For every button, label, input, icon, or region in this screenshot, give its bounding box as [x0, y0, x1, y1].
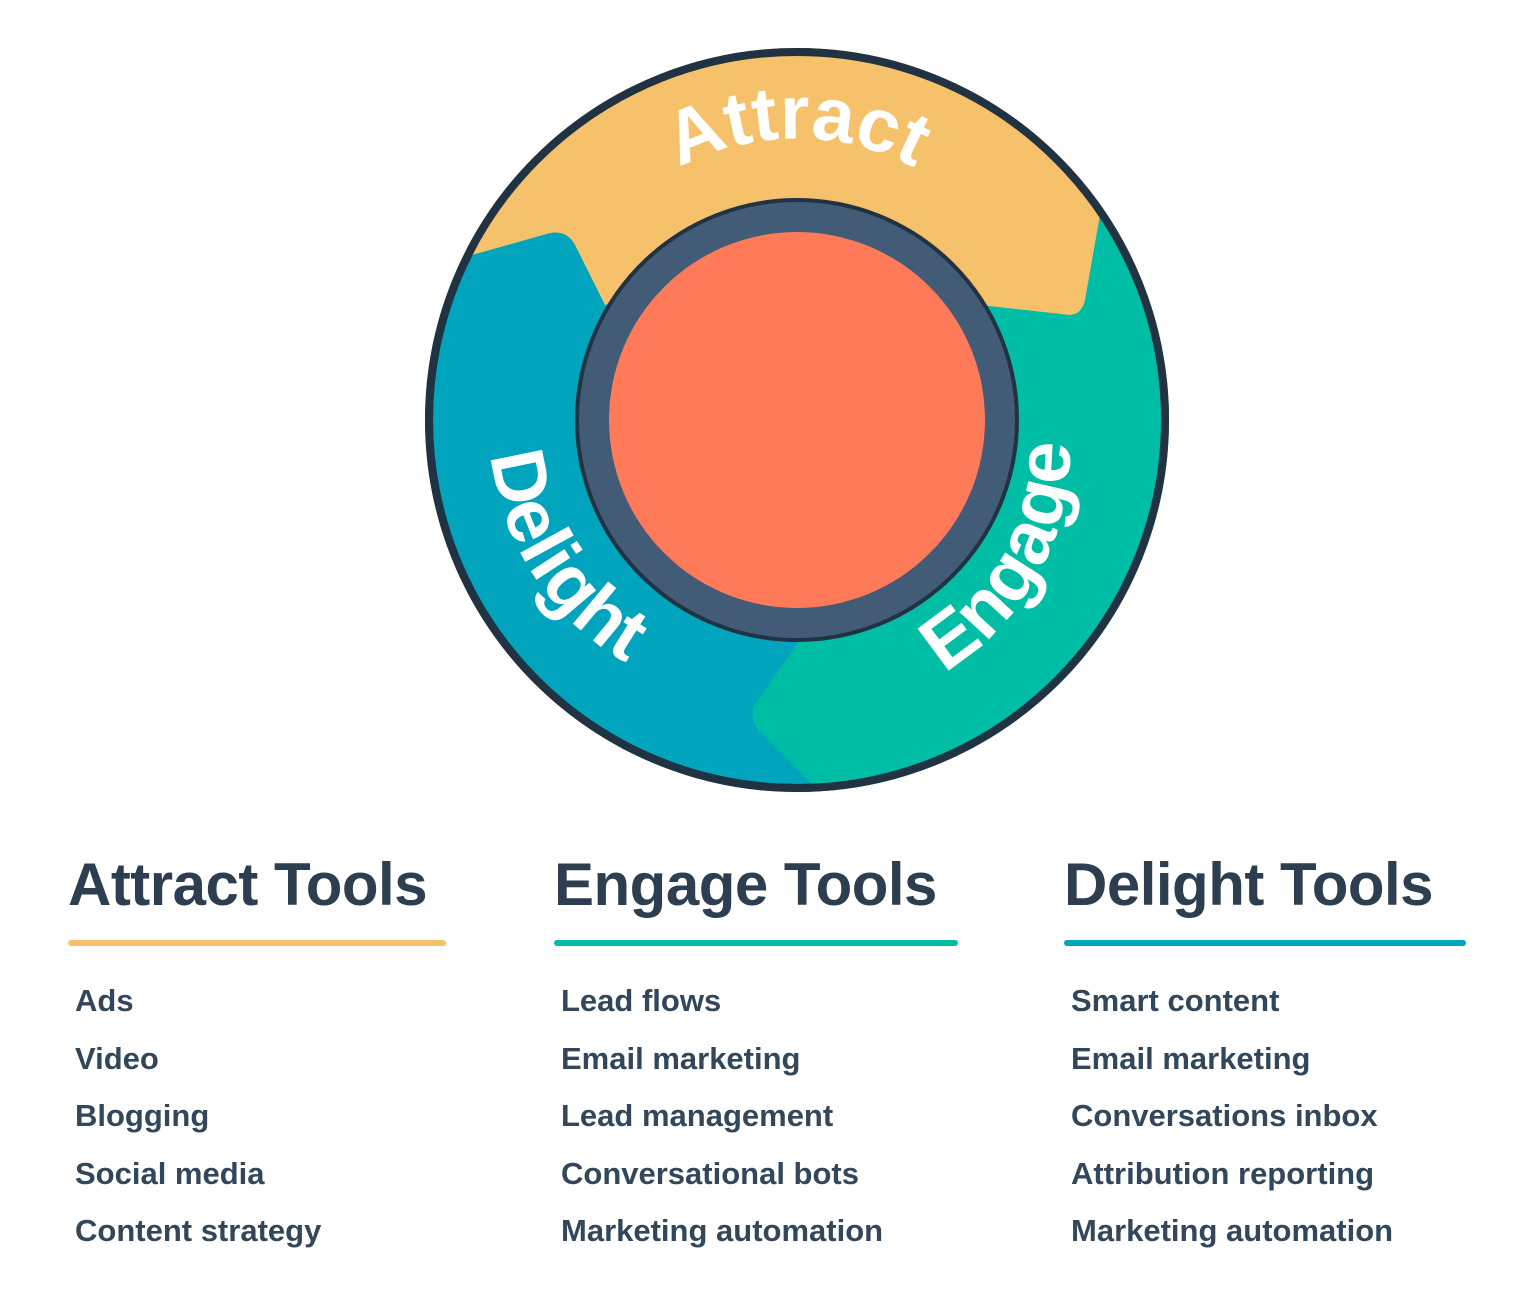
attract-tools-rule	[68, 940, 446, 946]
attract-tools-column: Attract Tools Ads Video Blogging Social …	[68, 850, 446, 1260]
attract-tools-list: Ads Video Blogging Social media Content …	[75, 972, 446, 1260]
engage-tools-title: Engage Tools	[554, 851, 937, 918]
list-item: Ads	[75, 983, 134, 1018]
list-item: Conversations inbox	[1071, 1098, 1378, 1133]
list-item: Social media	[75, 1155, 265, 1191]
list-item: Marketing automation	[1071, 1213, 1394, 1248]
list-item: Video	[75, 1040, 159, 1076]
delight-tools-column: Delight Tools Smart content Email market…	[1064, 850, 1466, 1260]
list-item: Email marketing	[1071, 1040, 1311, 1076]
list-item: Conversational bots	[561, 1155, 859, 1191]
wheel-outline-stroke	[425, 48, 1169, 792]
engage-tools-list: Lead flows Email marketing Lead manageme…	[561, 972, 958, 1260]
list-item: Content strategy	[75, 1213, 322, 1248]
engage-tools-rule	[554, 940, 958, 946]
flywheel-diagram: Attract Engage Delight	[425, 48, 1169, 792]
list-item: Lead flows	[561, 983, 722, 1018]
list-item: Smart content	[1071, 983, 1280, 1018]
delight-tools-title: Delight Tools	[1064, 851, 1434, 918]
list-item: Lead management	[561, 1098, 834, 1133]
engage-tools-column: Engage Tools Lead flows Email marketing …	[554, 850, 958, 1260]
delight-tools-list: Smart content Email marketing Conversati…	[1071, 972, 1466, 1260]
attract-tools-title: Attract Tools	[68, 851, 428, 918]
list-item: Attribution reporting	[1071, 1155, 1375, 1191]
list-item: Email marketing	[561, 1040, 801, 1076]
list-item: Marketing automation	[561, 1213, 884, 1248]
list-item: Blogging	[75, 1098, 210, 1133]
delight-tools-rule	[1064, 940, 1466, 946]
hub-center	[609, 232, 985, 608]
